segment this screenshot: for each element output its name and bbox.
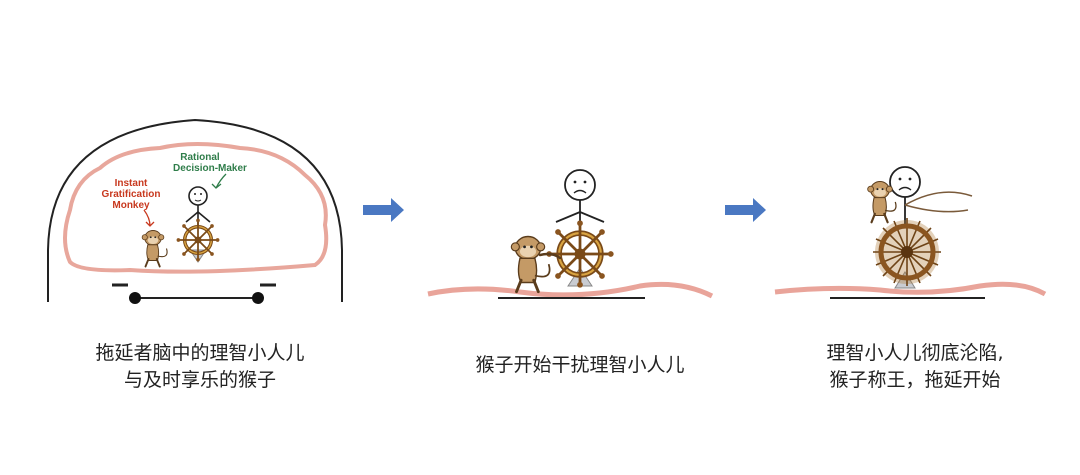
caption-1-line-1: 拖延者脑中的理智小人儿 — [95, 342, 305, 364]
caption-1-line-2: 与及时享乐的猴子 — [123, 369, 276, 391]
panel-2-scene — [427, 169, 714, 299]
caption-panel-3: 理智小人儿彻底沦陷, 猴子称王，拖延开始 — [800, 340, 1030, 394]
arrow-green — [211, 173, 227, 189]
spinning-wheel — [873, 218, 941, 286]
label-decision-maker: Decision-Maker — [173, 163, 247, 174]
caption-2-line-1: 猴子开始干扰理智小人儿 — [475, 354, 685, 376]
caption-3-line-1: 理智小人儿彻底沦陷, — [826, 342, 1004, 364]
panel-3-scene — [774, 166, 1047, 299]
ground-wave-2 — [427, 281, 714, 299]
label-gratification: Gratification — [102, 189, 161, 200]
label-rational: Rational — [180, 152, 220, 163]
ground-wave-3 — [774, 281, 1047, 297]
caption-panel-2: 猴子开始干扰理智小人儿 — [460, 352, 700, 379]
label-instant: Instant — [115, 178, 148, 189]
transition-arrow-2 — [725, 198, 766, 222]
transition-arrow-1 — [363, 198, 404, 222]
caption-3-line-2: 猴子称王，拖延开始 — [829, 369, 1001, 391]
arrow-red — [143, 209, 155, 227]
label-monkey: Monkey — [112, 200, 150, 211]
panel-1-brain: Rational Decision-Maker Instant Gratific… — [47, 118, 343, 304]
brain-outline — [63, 142, 329, 274]
caption-panel-1: 拖延者脑中的理智小人儿 与及时享乐的猴子 — [70, 340, 330, 394]
